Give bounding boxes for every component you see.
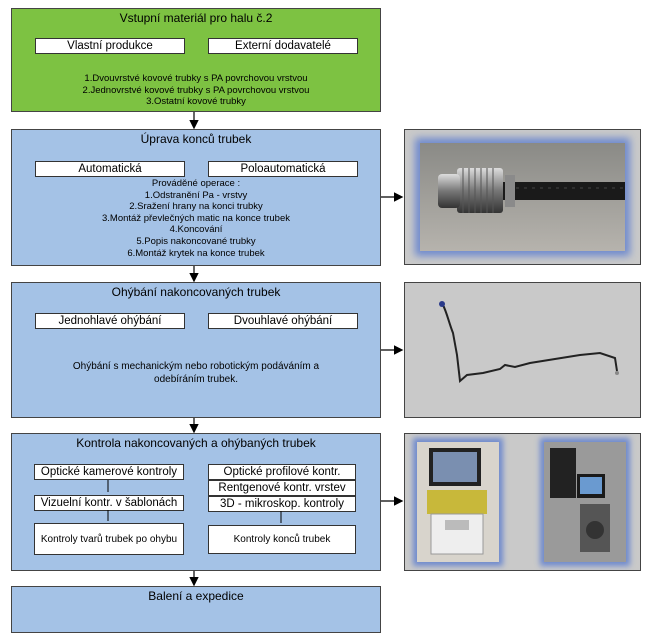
tube-shape-inspection-result-box: Kontroly tvarů trubek po ohybu	[34, 523, 184, 555]
bending-description-line: Ohýbání s mechanickým nebo robotickým po…	[72, 361, 320, 372]
external-suppliers-box: Externí dodavatelé	[208, 38, 358, 54]
block-input-material: Vstupní materiál pro halu č.2 Vlastní pr…	[11, 8, 381, 112]
bending-description-line: odebíráním trubek.	[154, 374, 238, 385]
bent-tube-photo-panel	[404, 282, 641, 418]
inspection-equipment-photo-panel	[404, 433, 641, 571]
block-inspection-title: Kontrola nakoncovaných a ohýbaných trube…	[76, 436, 316, 450]
tube-end-inspection-result-box: Kontroly konců trubek	[208, 525, 356, 554]
double-head-bending-box: Dvouhlavé ohýbání	[208, 313, 358, 329]
xray-layer-inspection-box: Rentgenové kontr. vrstev	[208, 480, 356, 496]
inspection-equipment-image	[413, 438, 630, 566]
bent-tube-image	[439, 301, 619, 383]
tube-end-fitting-image	[415, 138, 630, 256]
semi-automatic-box: Poloautomatická	[208, 161, 358, 177]
bending-description: Ohýbání s mechanickým nebo robotickým po…	[12, 360, 380, 386]
operation-item: 1.Odstranění Pa - vrstvy	[144, 189, 248, 201]
operations-heading: Prováděné operace :	[151, 178, 241, 189]
optical-profile-inspection-box: Optické profilové kontr.	[208, 464, 356, 480]
operation-item: 2.Sražení hrany na konci trubky	[129, 201, 263, 213]
block-input-material-title: Vstupní materiál pro halu č.2	[119, 11, 273, 25]
single-head-bending-box: Jednohlavé ohýbání	[35, 313, 185, 329]
block-tube-end-processing-title: Úprava konců trubek	[140, 132, 252, 146]
block-packing-shipping-title: Balení a expedice	[148, 589, 244, 603]
block-packing-shipping: Balení a expedice	[11, 586, 381, 633]
block-inspection: Kontrola nakoncovaných a ohýbaných trube…	[11, 433, 381, 571]
input-material-item: 3.Ostatní kovové trubky	[146, 96, 246, 108]
visual-template-inspection-box: Vizuelní kontr. v šablonách	[34, 495, 184, 511]
operations-list: Prováděné operace : 1.Odstranění Pa - vr…	[12, 178, 380, 259]
operation-item: 4.Koncování	[169, 224, 223, 236]
input-material-item: 1.Dvouvrstvé kovové trubky s PA povrchov…	[84, 73, 308, 84]
block-tube-end-processing: Úprava konců trubek Automatická Poloauto…	[11, 129, 381, 266]
optical-camera-inspection-box: Optické kamerové kontroly	[34, 464, 184, 480]
block-bending-title: Ohýbání nakoncovaných trubek	[111, 285, 281, 299]
input-material-item: 2.Jednovrstvé kovové trubky s PA povrcho…	[82, 84, 310, 96]
input-material-list: 1.Dvouvrstvé kovové trubky s PA povrchov…	[12, 73, 380, 108]
operation-item: 3.Montáž převlečných matic na konce trub…	[102, 212, 290, 224]
3d-microscope-inspection-box: 3D - mikroskop. kontroly	[208, 496, 356, 512]
tube-end-photo-panel	[404, 129, 641, 265]
operation-item: 6.Montáž krytek na konce trubek	[127, 247, 265, 259]
own-production-box: Vlastní produkce	[35, 38, 185, 54]
operation-item: 5.Popis nakoncované trubky	[136, 235, 256, 247]
block-bending: Ohýbání nakoncovaných trubek Jednohlavé …	[11, 282, 381, 418]
automatic-box: Automatická	[35, 161, 185, 177]
